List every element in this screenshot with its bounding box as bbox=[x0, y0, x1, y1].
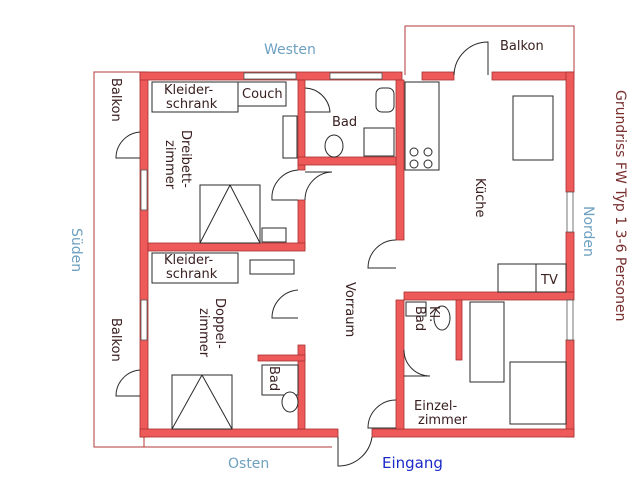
window-west-1 bbox=[140, 169, 148, 211]
shower-bad-top bbox=[363, 127, 395, 157]
label-couch: Couch bbox=[242, 87, 283, 102]
label-einzel-2: zimmer bbox=[418, 413, 468, 428]
window-top-2 bbox=[329, 72, 383, 80]
door-entrance bbox=[337, 436, 373, 467]
wall-kitchen-left-upper bbox=[395, 79, 405, 241]
plan-title: Grundriss FW Typ 1 3-6 Personen bbox=[612, 90, 628, 321]
window-top-1 bbox=[243, 72, 297, 80]
window-west-2 bbox=[140, 299, 148, 341]
label-einzel-1: Einzel- bbox=[414, 399, 457, 414]
wall-east-mid bbox=[565, 231, 575, 293]
label-kleiderschrank-top-2: schrank bbox=[166, 97, 218, 112]
door-doppel bbox=[271, 289, 299, 319]
bed-mid-line-1 bbox=[171, 374, 203, 430]
stove-1 bbox=[409, 147, 419, 157]
label-kleiderschrank-mid-1: Kleider- bbox=[164, 253, 214, 268]
nightstand-top bbox=[261, 227, 287, 243]
label-kleiderschrank-top-1: Kleider- bbox=[164, 83, 214, 98]
door-einzel bbox=[367, 399, 397, 429]
kitchen-cabinet bbox=[497, 263, 537, 293]
bed-top bbox=[199, 184, 261, 244]
table-top bbox=[282, 115, 298, 159]
window-east-1 bbox=[566, 191, 574, 233]
wall-kitchen-bottom bbox=[403, 291, 575, 301]
label-kleiderschrank-mid-2: schrank bbox=[166, 267, 218, 282]
wall-east-upper bbox=[565, 71, 575, 193]
wall-klbad-right bbox=[455, 299, 463, 361]
label-east: Osten bbox=[228, 456, 269, 472]
desk-einzel bbox=[469, 301, 505, 383]
wall-bottom-right bbox=[371, 428, 575, 438]
label-tv: TV bbox=[540, 273, 558, 288]
wall-top-right bbox=[491, 71, 575, 81]
balcony-outline-left bbox=[93, 71, 145, 448]
wall-smallbad-top bbox=[257, 354, 306, 362]
label-bad-small: Bad bbox=[266, 366, 281, 391]
kitchen-table bbox=[512, 95, 554, 161]
stove-4 bbox=[423, 159, 433, 169]
couch bbox=[237, 81, 287, 107]
label-bad-top: Bad bbox=[332, 115, 357, 130]
wardrobe-mid bbox=[151, 252, 239, 284]
wall-vorraum-left-upper bbox=[297, 199, 306, 251]
wall-east-lower bbox=[565, 339, 575, 438]
wall-bad-left bbox=[297, 79, 306, 171]
bed-mid-line-2 bbox=[201, 374, 233, 430]
label-entrance: Eingang bbox=[382, 454, 443, 472]
table-mid bbox=[249, 259, 295, 275]
window-east-2 bbox=[566, 299, 574, 341]
shower-small bbox=[261, 364, 299, 396]
label-balkon-top: Balkon bbox=[500, 39, 544, 54]
label-kueche: Küche bbox=[472, 178, 487, 218]
door-klbad bbox=[403, 349, 431, 377]
door-bad-inner bbox=[304, 87, 331, 113]
door-balcony-top bbox=[115, 131, 141, 159]
kitchen-counter bbox=[404, 81, 440, 171]
label-klbad-1: Kl. bbox=[426, 306, 441, 322]
stove-3 bbox=[409, 159, 419, 169]
label-balkon-left-bottom: Balkon bbox=[108, 318, 123, 362]
label-klbad-2: Bad bbox=[412, 306, 427, 331]
door-balcony-bottom bbox=[115, 369, 141, 397]
wall-west-outer bbox=[139, 71, 149, 438]
door-bad-top bbox=[304, 171, 333, 201]
bed-top-line-1 bbox=[199, 184, 231, 244]
label-north: Norden bbox=[580, 206, 596, 257]
wall-bottom-left bbox=[139, 428, 339, 438]
label-doppel-2: zimmer bbox=[196, 308, 211, 358]
bed-einzel bbox=[509, 361, 567, 425]
toilet-bad-top bbox=[324, 134, 344, 158]
wardrobe-top bbox=[151, 81, 239, 113]
wall-kitchen-left-lower bbox=[395, 299, 405, 430]
toilet-klbad bbox=[433, 305, 451, 331]
sink-klbad bbox=[405, 301, 427, 317]
wall-mid-horizontal bbox=[147, 242, 306, 252]
label-west: Westen bbox=[264, 42, 316, 58]
label-vorraum: Vorraum bbox=[342, 282, 357, 337]
toilet-small bbox=[281, 391, 299, 413]
bed-mid bbox=[171, 374, 233, 430]
bed-top-line-2 bbox=[229, 184, 261, 244]
sink-bad-top bbox=[375, 87, 395, 113]
label-dreibett-2: zimmer bbox=[162, 140, 177, 190]
wall-top-mid bbox=[421, 71, 455, 81]
door-kitchen bbox=[367, 239, 397, 269]
label-dreibett-1: Dreibett- bbox=[178, 130, 193, 188]
balcony-outline-top bbox=[404, 25, 575, 75]
label-doppel-1: Doppel- bbox=[212, 298, 227, 349]
door-dreibett bbox=[271, 169, 299, 201]
door-balcony-east bbox=[453, 41, 489, 76]
wall-bad-bottom bbox=[297, 156, 397, 166]
stove-2 bbox=[423, 147, 433, 157]
label-balkon-left-top: Balkon bbox=[108, 78, 123, 122]
label-south: Süden bbox=[68, 228, 84, 272]
